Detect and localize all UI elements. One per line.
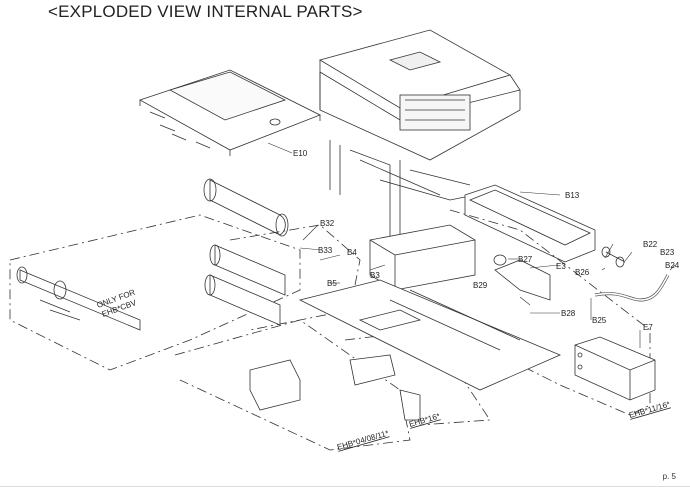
part-e3-cover (494, 259, 551, 301)
label-e7: E7 (643, 323, 653, 332)
part-pump (249, 354, 421, 421)
label-b5: B5 (327, 279, 337, 288)
part-base-plate (298, 279, 562, 391)
label-b3: B3 (370, 271, 380, 280)
part-insulation-cylinder (203, 178, 289, 237)
variant-boundary-04-08-11 (174, 319, 411, 451)
label-b33: B33 (318, 246, 333, 255)
label-b26: B26 (575, 268, 590, 277)
label-b23: B23 (660, 248, 675, 257)
variant-boundary-center (229, 224, 361, 331)
label-b28: B28 (561, 309, 576, 318)
label-b25: B25 (592, 316, 607, 325)
label-b4: B4 (347, 248, 357, 257)
part-e10-panel (139, 69, 321, 156)
part-heater-cylinders (204, 244, 286, 326)
label-b29: B29 (473, 281, 488, 290)
variant-boundary-left (9, 214, 301, 371)
leader-lines (267, 142, 676, 348)
page-number: p. 5 (662, 472, 676, 481)
label-e3: E3 (556, 262, 566, 271)
label-b27: B27 (518, 255, 533, 264)
part-b22-b23-fitting (601, 246, 626, 268)
part-b24-hose (594, 274, 670, 302)
part-cover-box (318, 29, 521, 161)
page-title: <EXPLODED VIEW INTERNAL PARTS> (48, 2, 363, 21)
label-b32: B32 (320, 219, 335, 228)
part-e7-heat-exchanger (574, 336, 656, 401)
label-ehb-04-08-11: EHB*04/08/11* (336, 429, 390, 452)
part-b13-vessel (464, 184, 596, 263)
label-b24: B24 (665, 261, 680, 270)
part-heater-left (16, 266, 141, 331)
label-ehb-11-16: EHB*11/16* (628, 400, 671, 420)
part-b27-cap (493, 254, 507, 266)
label-b22: B22 (643, 240, 658, 249)
label-e10: E10 (293, 149, 308, 158)
label-b13: B13 (565, 191, 580, 200)
part-b3-unit (369, 224, 476, 291)
